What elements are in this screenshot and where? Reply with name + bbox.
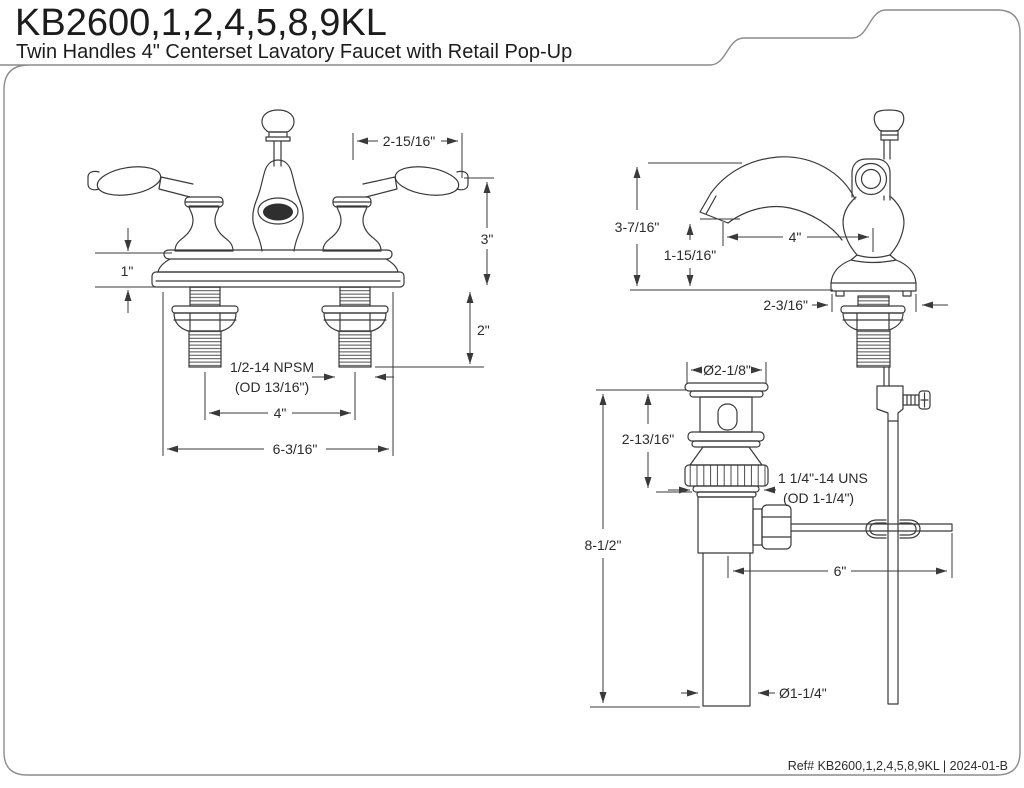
dim-front-deck-height: 1" — [121, 263, 134, 279]
dim-front-thread-spec-1: 1/2-14 NPSM — [230, 359, 314, 375]
liftrod-strap — [887, 420, 899, 705]
drain-linkage — [790, 420, 953, 705]
dim-side-spout-height: 1-15/16" — [664, 247, 716, 263]
dim-front-thread-spec-2: (OD 13/16") — [235, 379, 309, 395]
side-view: 3-7/16" 1-15/16" 4" 2-3/16" — [615, 109, 948, 422]
side-liftrod — [873, 109, 905, 201]
dim-drain-thread-spec-1: 1 1/4"-14 UNS — [778, 470, 868, 486]
page-subtitle: Twin Handles 4" Centerset Lavatory Fauce… — [16, 41, 573, 63]
dim-drain-overall-height: 8-1/2" — [585, 537, 622, 553]
dim-drain-tailpiece-diameter: Ø1-1/4" — [779, 685, 827, 701]
side-dimensions: 3-7/16" 1-15/16" 4" 2-3/16" — [615, 162, 948, 313]
dim-drain-top-height: 2-13/16" — [622, 431, 674, 447]
front-liftrod-knob — [261, 109, 295, 167]
ball-rod-nut — [761, 504, 792, 550]
drain-slot — [717, 403, 738, 431]
drain-locknut — [684, 464, 769, 487]
dim-drain-flange-diameter: Ø2-1/8" — [703, 362, 751, 378]
dim-front-overall-width: 6-3/16" — [273, 441, 318, 457]
front-dimensions: 2-15/16" 3" 1" 2" 1/2-14 NPSM (OD 13/16"… — [95, 133, 494, 457]
front-aerator — [263, 203, 293, 221]
front-handle-right — [322, 162, 469, 252]
front-shank-left — [171, 286, 239, 368]
drain-tailpiece — [702, 552, 751, 707]
front-shank-right — [321, 286, 389, 368]
front-handle-left — [87, 166, 234, 252]
dim-drain-thread-spec-2: (OD 1-1/4") — [783, 490, 854, 506]
side-handle — [851, 158, 891, 198]
dim-side-overall-height: 3-7/16" — [615, 219, 660, 235]
front-view: 2-15/16" 3" 1" 2" 1/2-14 NPSM (OD 13/16"… — [87, 109, 494, 457]
dim-front-shank-length: 2" — [477, 322, 490, 338]
dim-front-height-above-deck: 3" — [481, 231, 494, 247]
side-shank — [840, 295, 906, 368]
clamp-screw-head — [918, 390, 931, 410]
dim-drain-ball-rod-length: 6" — [834, 563, 847, 579]
side-body — [830, 196, 917, 297]
dim-side-body-depth: 2-3/16" — [763, 297, 808, 313]
dim-side-spout-reach: 4" — [789, 229, 802, 245]
sheet-border — [0, 9, 1021, 776]
ball-rod — [790, 523, 953, 532]
front-spout — [252, 159, 304, 252]
dim-front-faucet-centers: 4" — [274, 405, 287, 421]
drain-dimensions: Ø2-1/8" 2-13/16" 8-1/2" 1 1/4"-14 UNS (O… — [585, 362, 953, 708]
dim-front-handle-span: 2-15/16" — [383, 133, 435, 149]
front-deck — [151, 249, 405, 288]
drain-flange — [684, 382, 769, 498]
front-aerator-ring — [257, 197, 299, 225]
drain-view: Ø2-1/8" 2-13/16" 8-1/2" 1 1/4"-14 UNS (O… — [585, 362, 953, 708]
side-poprod-clamp — [876, 366, 931, 422]
footer-ref: Ref# KB2600,1,2,4,5,8,9KL | 2024-01-B — [788, 759, 1008, 773]
drain-body — [697, 496, 792, 707]
page-title: KB2600,1,2,4,5,8,9KL — [15, 2, 387, 44]
